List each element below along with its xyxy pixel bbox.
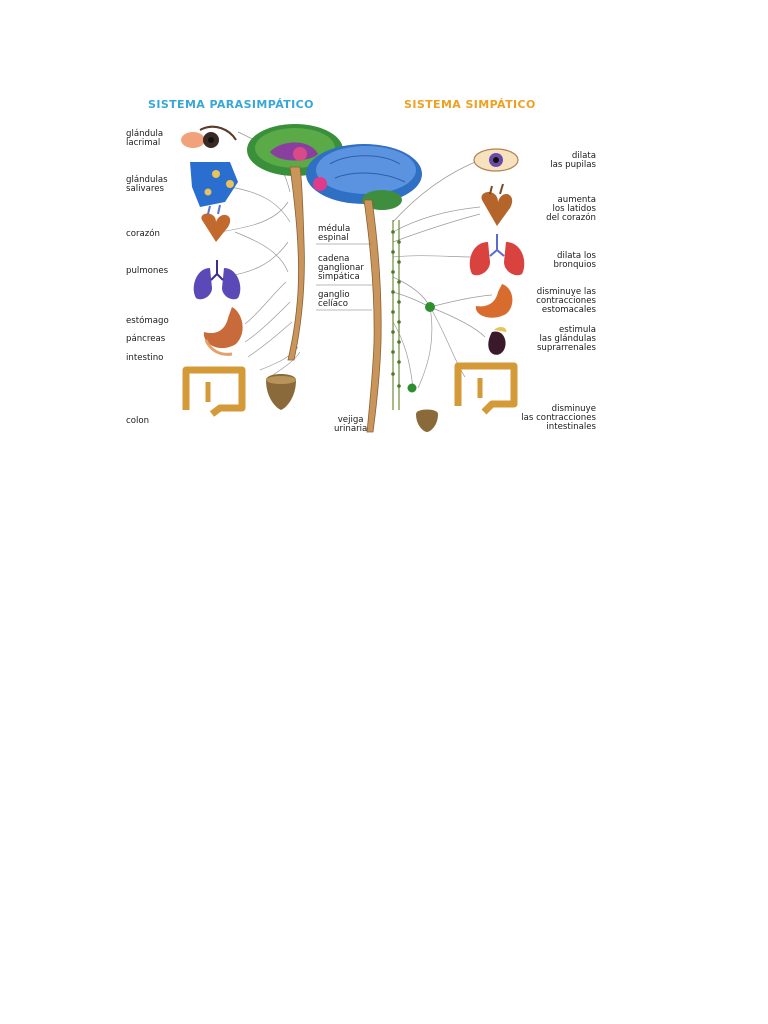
label-stomach: estómago bbox=[126, 317, 169, 326]
stomach-icon-right bbox=[476, 284, 513, 318]
label-bladder: vejiga urinaria bbox=[334, 416, 367, 434]
nervous-system-diagram: SISTEMA PARASIMPÁTICO SISTEMA SIMPÁTICO … bbox=[120, 92, 610, 444]
label-intestine: intestino bbox=[126, 354, 163, 363]
label-heart: corazón bbox=[126, 230, 160, 239]
label-pancreas: páncreas bbox=[126, 335, 165, 344]
label-colon: colon bbox=[126, 417, 149, 426]
parasympathetic-title: SISTEMA PARASIMPÁTICO bbox=[148, 98, 314, 111]
colon-icon-right bbox=[458, 366, 514, 412]
salivary-glands-icon bbox=[190, 162, 238, 207]
label-decreases-stomach: disminuye las contracciones estomacales bbox=[536, 288, 596, 316]
label-spinal-cord: médula espinal bbox=[318, 225, 350, 243]
eye-icon-right bbox=[474, 149, 518, 171]
label-salivary-glands: glándulas salivares bbox=[126, 176, 168, 194]
eye-icon-left bbox=[181, 127, 236, 148]
heart-icon-right bbox=[481, 184, 512, 226]
sympathetic-chain bbox=[391, 220, 435, 410]
colon-icon-left bbox=[186, 370, 242, 414]
label-sympathetic-chain: cadena ganglionar simpática bbox=[318, 255, 364, 283]
adrenal-icon-right bbox=[488, 327, 506, 355]
heart-icon-left bbox=[201, 205, 230, 242]
left-spinal-cord bbox=[288, 167, 304, 360]
label-stimulates-adrenal: estimula las glándulas suprarrenales bbox=[537, 326, 596, 354]
right-spinal-cord bbox=[364, 200, 381, 432]
label-decreases-intestinal: disminuye las contracciones intestinales bbox=[521, 405, 596, 433]
label-dilates-pupils: dilata las pupilas bbox=[550, 152, 596, 170]
label-celiac-ganglion: ganglio celíaco bbox=[318, 291, 350, 309]
label-increases-heartbeat: aumenta los latidos del corazón bbox=[546, 196, 596, 224]
label-lungs: pulmones bbox=[126, 267, 168, 276]
label-dilates-bronchi: dilata los bronquios bbox=[553, 252, 596, 270]
diagram-artwork bbox=[120, 92, 610, 444]
stomach-icon-left bbox=[204, 307, 243, 354]
bladder-icon-right bbox=[416, 410, 438, 433]
lower-ganglion bbox=[408, 384, 417, 393]
lungs-icon-right bbox=[470, 234, 525, 275]
bladder-icon-left bbox=[266, 374, 296, 410]
lungs-icon-left bbox=[194, 260, 241, 299]
label-lacrimal-gland: glándula lacrimal bbox=[126, 130, 163, 148]
celiac-ganglion bbox=[425, 302, 435, 312]
sympathetic-title: SISTEMA SIMPÁTICO bbox=[404, 98, 536, 111]
